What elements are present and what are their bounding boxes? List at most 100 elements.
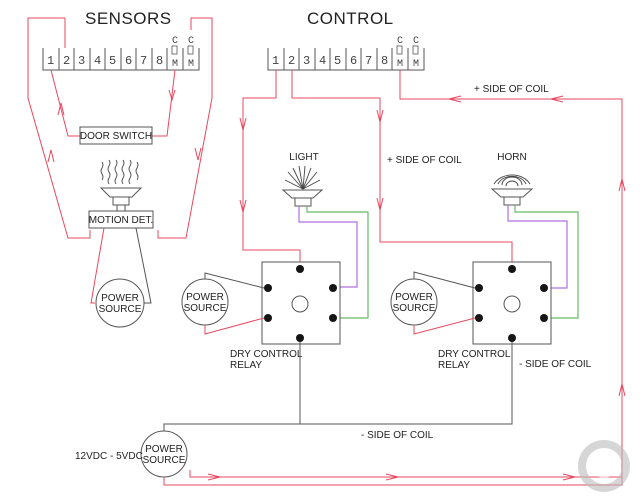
relay2-power-red-wire — [413, 317, 476, 335]
relay-terminal — [296, 334, 304, 342]
arrow-down-icon — [376, 197, 384, 211]
voltage-label: 12VDC - 5VDC — [75, 451, 143, 462]
sensor-wires — [27, 17, 213, 239]
horn: HORN — [490, 152, 534, 206]
control-pin-3: 3 — [303, 54, 310, 68]
motion-waves-icon — [100, 159, 139, 185]
relay1-power-red-wire — [204, 317, 265, 335]
sensors-terminal-strip: 1 2 3 4 5 6 7 8 C M C M — [42, 36, 200, 71]
arrow-up-icon — [618, 178, 626, 192]
control-title: CONTROL — [307, 9, 394, 28]
arrow-left-icon — [550, 95, 564, 103]
dry-control-relay-2: DRY CONTROL RELAY — [438, 261, 552, 371]
sensor-pin-4: 4 — [94, 54, 101, 68]
motion-power-wire-black — [135, 227, 152, 304]
motion-power-wire-red — [90, 227, 105, 304]
power-source-sensors: POWER SOURCE — [95, 278, 145, 328]
plus-side-coil-label-mid: + SIDE OF COIL — [387, 155, 462, 166]
sensor-pin-6: 6 — [125, 54, 132, 68]
control-pin-5: 5 — [334, 54, 341, 68]
svg-text:M: M — [188, 59, 194, 70]
arrow-down-icon — [239, 117, 247, 131]
svg-text:C: C — [413, 36, 419, 47]
sensor-pin-7: 7 — [140, 54, 147, 68]
relay-terminal — [475, 284, 483, 292]
ground-wire-relay1 — [163, 342, 301, 431]
door-switch: DOOR SWITCH — [79, 126, 153, 145]
svg-text:DRY CONTROL: DRY CONTROL — [230, 349, 303, 360]
relay-terminal — [296, 265, 304, 273]
control-wires — [189, 70, 626, 481]
relay-terminal — [475, 314, 483, 322]
svg-text:SOURCE: SOURCE — [184, 303, 227, 314]
relay-terminal — [508, 334, 516, 342]
svg-text:LIGHT: LIGHT — [289, 152, 318, 163]
relay-terminal — [264, 314, 272, 322]
relay-terminal — [329, 314, 337, 322]
arrow-down-icon — [376, 109, 384, 123]
svg-text:POWER: POWER — [395, 292, 433, 303]
main-power-source: POWER SOURCE — [140, 430, 188, 478]
arrow-up-icon — [47, 149, 55, 163]
relay-terminal — [264, 284, 272, 292]
control-com-2: C M — [412, 36, 419, 70]
speaker-cone-icon — [99, 187, 143, 198]
arrow-down-icon — [194, 147, 202, 161]
svg-text:M: M — [413, 59, 419, 70]
control-pin-8: 8 — [381, 54, 388, 68]
sensor-com-2: C M — [187, 36, 194, 70]
arrow-right-icon — [207, 473, 221, 481]
control-pin-2: 2 — [288, 54, 295, 68]
arrow-left-icon — [448, 95, 462, 103]
svg-text:M: M — [172, 59, 178, 70]
svg-text:HORN: HORN — [497, 152, 526, 163]
light: LIGHT — [281, 152, 324, 207]
light-purple-wire — [298, 206, 358, 288]
light-rays-icon — [284, 165, 321, 190]
minus-side-coil-label-right: - SIDE OF COIL — [519, 359, 592, 370]
dry-control-relay-1: DRY CONTROL RELAY — [230, 261, 341, 371]
control-com-1: C M — [396, 36, 403, 70]
power-source-relay-1: POWER SOURCE — [181, 278, 229, 326]
svg-text:DOOR SWITCH: DOOR SWITCH — [80, 131, 152, 142]
svg-text:RELAY: RELAY — [230, 360, 262, 371]
svg-text:DRY CONTROL: DRY CONTROL — [438, 349, 511, 360]
sensor-com-1: C M — [171, 36, 178, 70]
control-pin-7: 7 — [365, 54, 372, 68]
relay-terminal — [540, 314, 548, 322]
arrow-up-icon — [57, 102, 65, 116]
horn-waves-icon — [493, 174, 531, 187]
minus-side-coil-label-bottom: - SIDE OF COIL — [361, 430, 434, 441]
svg-text:SOURCE: SOURCE — [99, 304, 142, 315]
svg-text:POWER: POWER — [101, 293, 139, 304]
relay-terminal — [508, 265, 516, 273]
svg-text:C: C — [397, 36, 403, 47]
svg-text:MOTION DET.: MOTION DET. — [89, 215, 153, 226]
light-cone-icon — [281, 189, 324, 199]
horn-purple-wire — [507, 205, 568, 289]
control-pin-1: 1 — [272, 54, 279, 68]
arrow-down-icon — [168, 89, 176, 102]
svg-text:C: C — [172, 36, 178, 47]
svg-text:SOURCE: SOURCE — [393, 303, 436, 314]
sensors-title: SENSORS — [85, 9, 172, 28]
sensor-pin-8: 8 — [156, 54, 163, 68]
light-green-wire — [306, 206, 369, 319]
relay-terminal — [329, 284, 337, 292]
watermark-logo — [578, 440, 630, 492]
arrow-right-icon — [385, 473, 399, 481]
sensor-pin-5: 5 — [109, 54, 116, 68]
arrow-up-icon — [618, 383, 626, 397]
control-pin-6: 6 — [350, 54, 357, 68]
control-pin-4: 4 — [319, 54, 326, 68]
sensor-pin-2: 2 — [63, 54, 70, 68]
plus-side-coil-label-top: + SIDE OF COIL — [474, 84, 549, 95]
svg-text:SOURCE: SOURCE — [143, 455, 186, 466]
svg-text:RELAY: RELAY — [438, 360, 470, 371]
horn-green-wire — [514, 205, 579, 319]
sensor-pin-1: 1 — [47, 54, 54, 68]
ground-wire-relay2 — [300, 342, 513, 425]
horn-cone-icon — [490, 188, 534, 198]
arrow-down-icon — [239, 199, 247, 213]
